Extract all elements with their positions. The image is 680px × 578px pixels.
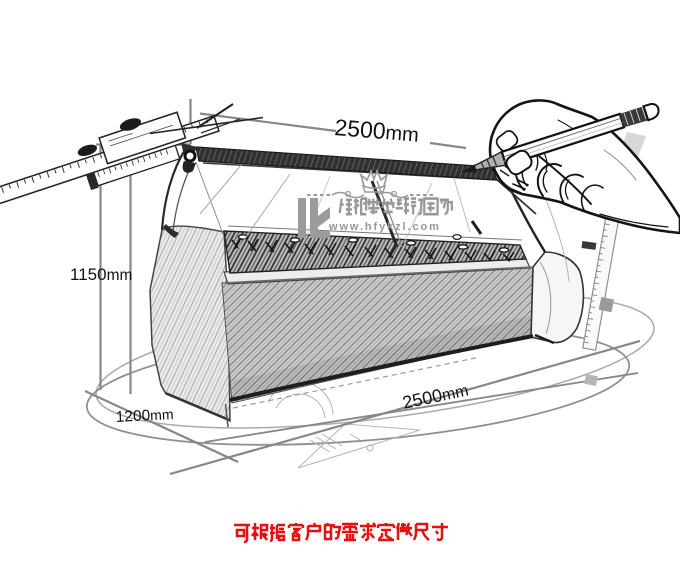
svg-text:www.hfykzl.com: www.hfykzl.com bbox=[328, 221, 441, 233]
svg-text:1150mm: 1150mm bbox=[70, 265, 132, 284]
svg-text:1200mm: 1200mm bbox=[115, 406, 174, 426]
svg-text:2500mm: 2500mm bbox=[334, 114, 420, 147]
